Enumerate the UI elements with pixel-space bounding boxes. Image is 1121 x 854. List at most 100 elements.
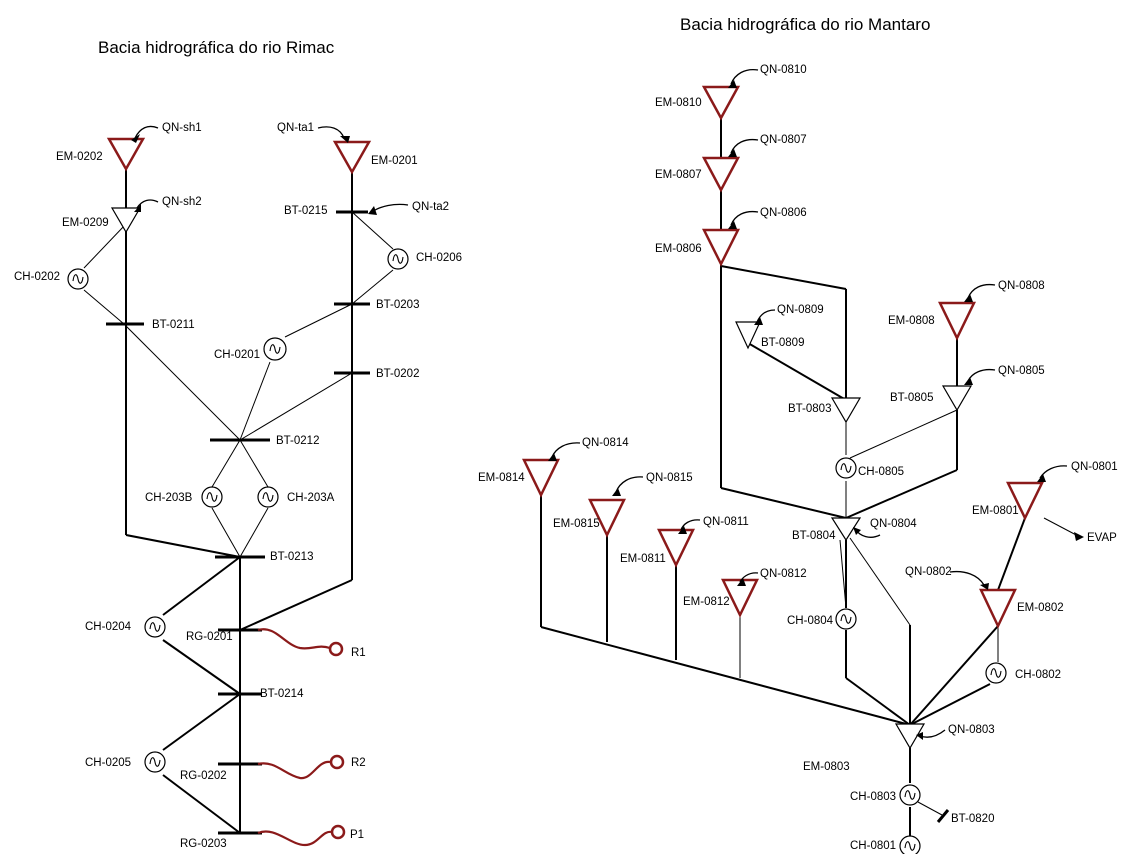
label-ch-0801: CH-0801 [850, 840, 896, 852]
node-bt-0804 [830, 517, 862, 542]
label-qn-ta1: QN-ta1 [277, 122, 314, 134]
label-qn-0801: QN-0801 [1071, 461, 1118, 473]
label-ch-203b: CH-203B [145, 492, 193, 504]
label-qn-0808: QN-0808 [998, 280, 1045, 292]
label-qn-0815: QN-0815 [646, 472, 693, 484]
label-ch-0204: CH-0204 [85, 621, 132, 633]
label-em-0201: EM-0201 [371, 155, 418, 167]
label-bt-0804: BT-0804 [792, 530, 836, 542]
plant-ch-0805 [835, 457, 857, 479]
label-r1: R1 [351, 647, 366, 659]
label-bt-0212: BT-0212 [276, 435, 319, 447]
plant-ch-0201 [263, 337, 287, 361]
plant-ch-0204 [144, 616, 166, 638]
label-qn-0814: QN-0814 [582, 437, 629, 449]
label-em-0802: EM-0802 [1017, 602, 1064, 614]
label-em-0209: EM-0209 [62, 217, 109, 229]
label-rg-0201: RG-0201 [186, 631, 233, 643]
label-qn-0803: QN-0803 [948, 724, 995, 736]
label-em-0808: EM-0808 [888, 315, 935, 327]
label-evap: EVAP [1087, 532, 1117, 544]
label-bt-0820: BT-0820 [951, 813, 994, 825]
label-ch-0804: CH-0804 [787, 615, 834, 627]
label-ch-0206: CH-0206 [416, 252, 462, 264]
label-em-0812: EM-0812 [683, 596, 730, 608]
label-qn-0802: QN-0802 [905, 566, 952, 578]
label-ch-0803: CH-0803 [850, 791, 896, 803]
return-r2 [257, 754, 345, 780]
label-qn-0806: QN-0806 [760, 207, 807, 219]
reservoir-em-0814 [522, 458, 560, 498]
plant-ch-0802 [985, 662, 1007, 684]
reservoir-em-0815 [588, 498, 626, 538]
label-qn-0805: QN-0805 [998, 365, 1045, 377]
label-ch-0205: CH-0205 [85, 757, 131, 769]
rimac-diagram: QN-sh1 EM-0202 QN-ta1 EM-0201 QN-sh2 EM-… [14, 122, 462, 850]
reservoir-em-0811 [657, 528, 695, 568]
plant-ch-0801 [899, 835, 921, 854]
label-em-0202: EM-0202 [56, 151, 103, 163]
reservoir-em-0812 [721, 578, 759, 618]
rimac-nodes [106, 210, 370, 835]
node-em-0803 [894, 723, 926, 750]
label-ch-0805: CH-0805 [858, 466, 904, 478]
label-ch-0202: CH-0202 [14, 271, 60, 283]
reservoir-em-0209 [110, 207, 142, 234]
mantaro-inflow-arrows [548, 68, 1068, 740]
label-bt-0805: BT-0805 [890, 392, 933, 404]
label-em-0801: EM-0801 [972, 505, 1019, 517]
label-em-0810: EM-0810 [655, 97, 702, 109]
label-em-0806: EM-0806 [655, 243, 702, 255]
reservoir-em-0806 [701, 228, 741, 267]
reservoir-em-0201 [332, 140, 372, 175]
reservoir-em-0810 [701, 85, 741, 121]
evap-arrowhead [1074, 532, 1084, 541]
node-bt-0820 [936, 809, 950, 823]
return-r1 [257, 628, 344, 657]
label-bt-0809: BT-0809 [761, 337, 804, 349]
label-qn-0812: QN-0812 [760, 568, 807, 580]
label-qn-ta2: QN-ta2 [412, 201, 449, 213]
mantaro-diagram: QN-0810 EM-0810 QN-0807 EM-0807 QN-0806 … [478, 64, 1118, 854]
plant-ch-0804 [835, 608, 857, 630]
node-bt-0803 [830, 397, 862, 424]
node-bt-0809 [735, 321, 761, 350]
node-bt-0805 [941, 385, 973, 412]
label-bt-0803: BT-0803 [788, 403, 831, 415]
label-em-0815: EM-0815 [553, 518, 600, 530]
reservoir-em-0802 [979, 588, 1017, 629]
label-ch-0802: CH-0802 [1015, 669, 1061, 681]
plant-ch-0206 [387, 248, 409, 270]
reservoir-em-0202 [106, 137, 146, 172]
rimac-title: Bacia hidrográfica do rio Rimac [98, 38, 335, 57]
label-rg-0202: RG-0202 [180, 770, 227, 782]
label-bt-0202: BT-0202 [376, 368, 419, 380]
label-qn-0810: QN-0810 [760, 64, 807, 76]
reservoir-em-0801 [1006, 481, 1044, 521]
label-bt-0213: BT-0213 [270, 551, 313, 563]
reservoir-em-0807 [701, 156, 741, 193]
label-qn-sh2: QN-sh2 [162, 196, 202, 208]
label-bt-0214: BT-0214 [260, 688, 304, 700]
plant-ch-203b [201, 486, 223, 508]
label-bt-0211: BT-0211 [152, 319, 195, 331]
label-qn-sh1: QN-sh1 [162, 122, 202, 134]
label-bt-0215: BT-0215 [284, 205, 327, 217]
return-p1 [257, 824, 346, 847]
label-r2: R2 [351, 757, 366, 769]
reservoir-em-0808 [938, 301, 976, 341]
mantaro-title: Bacia hidrográfica do rio Mantaro [680, 15, 931, 34]
label-em-0814: EM-0814 [478, 472, 525, 484]
mantaro-links [540, 117, 1081, 836]
rimac-inflow-arrows [131, 125, 409, 215]
rimac-links [83, 168, 394, 834]
label-em-0807: EM-0807 [655, 169, 702, 181]
plant-ch-0202 [67, 268, 89, 290]
label-ch-203a: CH-203A [287, 492, 335, 504]
plant-ch-0205 [144, 751, 166, 773]
label-qn-0804: QN-0804 [870, 518, 917, 530]
label-p1: P1 [350, 829, 364, 841]
label-ch-0201: CH-0201 [214, 349, 260, 361]
label-rg-0203: RG-0203 [180, 838, 227, 850]
